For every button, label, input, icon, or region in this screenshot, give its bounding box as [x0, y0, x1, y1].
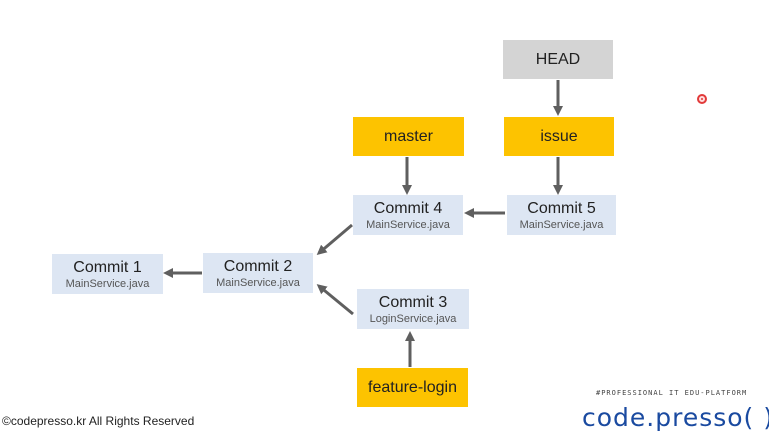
commit-5-file: MainService.java	[519, 219, 604, 231]
arrow-commit3-to-commit2	[316, 284, 354, 316]
platform-tagline: #PROFESSIONAL IT EDU-PLATFORM	[596, 389, 748, 397]
commit-1-file: MainService.java	[65, 278, 150, 290]
arrow-commit4-to-commit2	[316, 223, 353, 255]
commit-5: Commit 5 MainService.java	[507, 195, 616, 235]
commit-4: Commit 4 MainService.java	[353, 195, 463, 235]
commit-2-title: Commit 2	[223, 258, 293, 275]
commit-3: Commit 3 LoginService.java	[357, 289, 469, 329]
branch-master: master	[353, 117, 464, 156]
codepresso-logo: code.presso( )	[582, 403, 769, 432]
branch-issue: issue	[504, 117, 614, 156]
branch-feature-login-label: feature-login	[368, 378, 457, 396]
copyright-text: ©codepresso.kr All Rights Reserved	[2, 414, 195, 428]
commit-5-title: Commit 5	[527, 200, 596, 217]
branch-master-label: master	[384, 127, 433, 145]
commit-3-file: LoginService.java	[369, 313, 457, 325]
branch-feature-login: feature-login	[357, 368, 468, 407]
commit-4-title: Commit 4	[373, 200, 443, 217]
commit-4-file: MainService.java	[366, 219, 450, 231]
commit-2: Commit 2 MainService.java	[203, 253, 313, 293]
commit-1-title: Commit 1	[73, 259, 142, 276]
commit-1: Commit 1 MainService.java	[52, 254, 163, 294]
commit-2-file: MainService.java	[216, 277, 300, 289]
pointer-cursor-icon	[697, 94, 707, 104]
commit-3-title: Commit 3	[378, 294, 448, 311]
head-label: HEAD	[535, 50, 581, 68]
branch-issue-label: issue	[540, 127, 578, 145]
head-pointer: HEAD	[503, 40, 613, 79]
